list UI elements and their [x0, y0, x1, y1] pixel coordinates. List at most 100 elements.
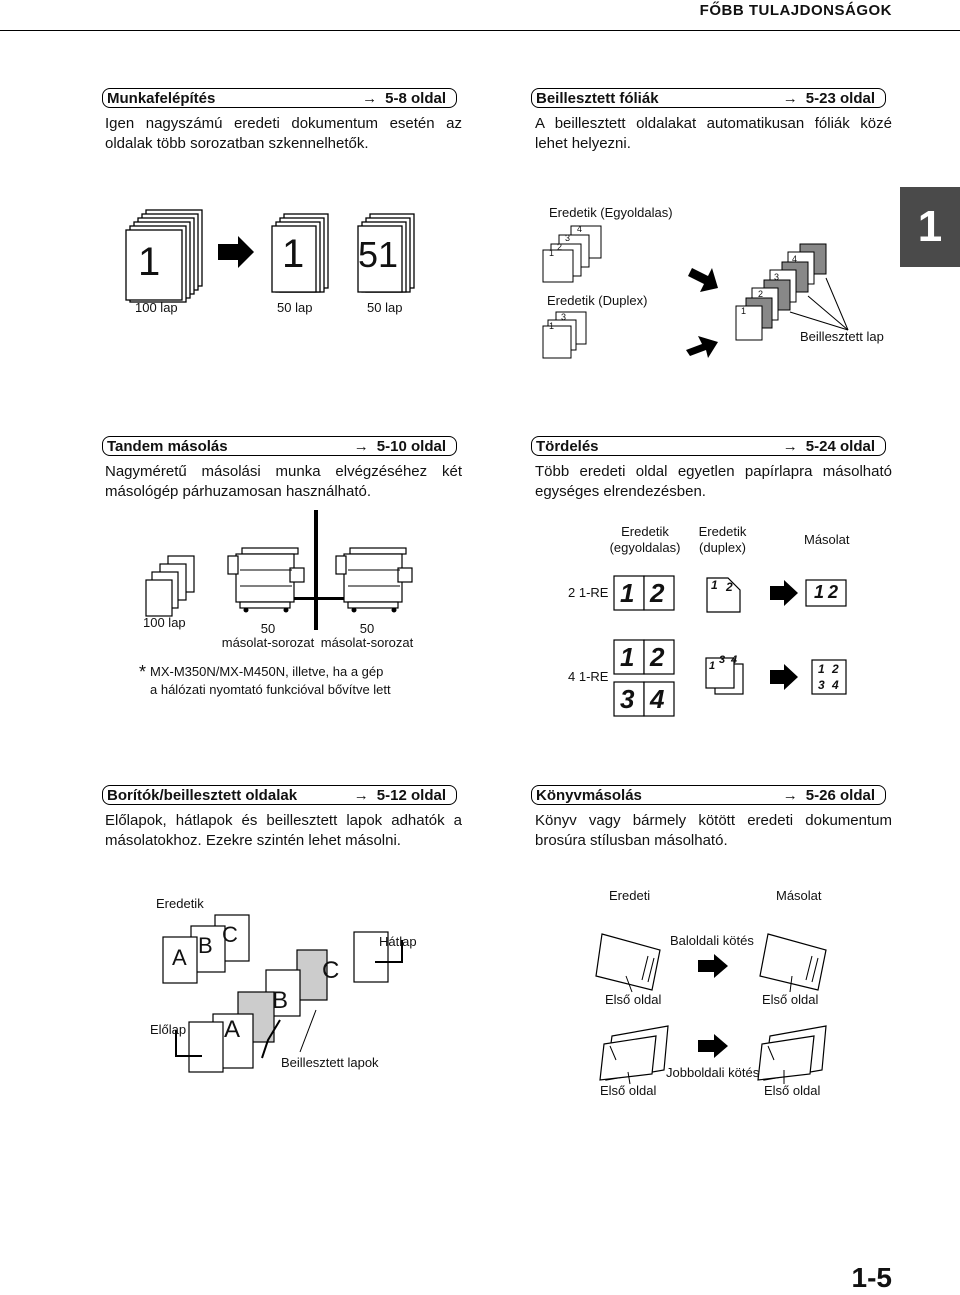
arrow-right-icon: → [782, 437, 798, 455]
label-right-binding: Jobboldali kötés [666, 1065, 760, 1080]
label-first-page: Első oldal [605, 992, 662, 1007]
page-digit: 3 [774, 272, 780, 282]
row-label-2in1: 2 1-RE [568, 585, 609, 600]
header-rule [0, 30, 960, 31]
page-digit: 4 [832, 678, 839, 692]
page-digit: 1 [741, 306, 747, 316]
arrow-right-icon: → [782, 786, 798, 804]
header-title: FŐBB TULAJDONSÁGOK [699, 2, 892, 19]
header-line: Eredetik [621, 524, 669, 539]
page-digit: 2 [650, 578, 665, 608]
page-digit: 1 [620, 642, 635, 672]
letter-a: A [172, 945, 187, 970]
footnote-line-2: a hálózati nyomtató funkcióval bővítve l… [150, 682, 391, 697]
col-header-copy: Másolat [804, 532, 850, 547]
label-originals-simplex: Eredetik (Egyoldalas) [549, 205, 673, 220]
section-title: Könyvmásolás [536, 786, 642, 804]
stack-number: 1 [138, 240, 161, 284]
section-body: A beillesztett oldalakat automatikusan f… [535, 115, 892, 152]
page-digit: 3 [561, 312, 567, 322]
section-ref[interactable]: →5-26 oldal [782, 786, 875, 804]
page-digit: 3 [719, 654, 726, 666]
section-header-tordeles: Tördelés →5-24 oldal [531, 436, 886, 456]
page-digit: 1 [620, 578, 635, 608]
letter-b: B [272, 987, 289, 1014]
page-digit: 2 [828, 582, 839, 602]
page-digit: 1 [549, 321, 555, 331]
section-title: Munkafelépítés [107, 89, 216, 107]
section-header-konyv: Könyvmásolás →5-26 oldal [531, 785, 886, 805]
count: 50 [359, 621, 375, 636]
header-line: Eredetik [698, 524, 747, 539]
section-ref[interactable]: →5-10 oldal [353, 437, 446, 455]
section-title: Tördelés [536, 437, 599, 455]
header-line: (duplex) [699, 540, 746, 555]
page-digit: 2 [758, 289, 764, 299]
label-left-binding: Baloldali kötés [670, 933, 754, 948]
page-number: 1-5 [851, 1262, 892, 1293]
col-header-duplex: Eredetik(duplex) [680, 524, 765, 556]
page-digit: 1 [711, 578, 718, 592]
count: 50 [260, 621, 276, 636]
col-header-simplex: Eredetik(egyoldalas) [590, 524, 700, 556]
section-title: Tandem másolás [107, 437, 228, 455]
page-digit: 3 [565, 233, 571, 243]
row-label-4in1: 4 1-RE [568, 669, 609, 684]
label-copy: Másolat [776, 888, 822, 903]
arrow-right-icon: → [362, 89, 378, 107]
section-ref[interactable]: →5-24 oldal [782, 437, 875, 455]
section-body: Igen nagyszámú eredeti dokumentum esetén… [105, 115, 462, 152]
page-digit: 4 [792, 254, 798, 264]
page-digit: 4 [577, 224, 583, 234]
label-inserted-sheet: Beillesztett lap [800, 329, 884, 344]
letter-c: C [222, 922, 238, 947]
unit: másolat-sorozat [320, 635, 414, 650]
page-digit: 2 [832, 662, 839, 676]
section-ref[interactable]: →5-23 oldal [782, 89, 875, 107]
section-body: Előlapok, hátlapok és beillesztett lapok… [105, 812, 462, 849]
label-first-page: Első oldal [764, 1083, 821, 1098]
stack-label: 100 lap [135, 300, 178, 315]
label-originals-duplex: Eredetik (Duplex) [547, 293, 648, 308]
page-digit: 2 [650, 642, 665, 672]
page-digit: 1 [549, 248, 555, 258]
section-ref[interactable]: →5-8 oldal [362, 89, 446, 107]
header-line: (egyoldalas) [609, 540, 681, 555]
letter-b: B [198, 933, 213, 958]
arrow-right-icon: → [353, 437, 369, 455]
section-ref[interactable]: →5-12 oldal [353, 786, 446, 804]
label-front-cover: Előlap [150, 1022, 187, 1037]
label-inserted-pages: Beillesztett lapok [281, 1055, 379, 1070]
label-originals: Eredetik [156, 896, 204, 911]
page-digit: 3 [620, 684, 635, 714]
label-back-cover: Hátlap [379, 934, 417, 949]
chapter-tab: 1 [900, 187, 960, 267]
stack-label: 50 lap [277, 300, 313, 315]
stack-number: 51 [358, 234, 399, 275]
section-title: Borítók/beillesztett oldalak [107, 786, 298, 804]
arrow-right-icon: → [353, 786, 369, 804]
section-title: Beillesztett fóliák [536, 89, 659, 107]
unit: másolat-sorozat [221, 635, 315, 650]
arrow-right-icon: → [782, 89, 798, 107]
page-digit: 4 [731, 654, 738, 666]
section-header-boritok: Borítók/beillesztett oldalak →5-12 oldal [102, 785, 457, 805]
label-original: Eredeti [609, 888, 651, 903]
section-body: Könyv vagy bármely kötött eredeti dokume… [535, 812, 892, 849]
section-body: Több eredeti oldal egyetlen papírlapra m… [535, 463, 892, 500]
letter-c: C [322, 957, 340, 984]
page-digit: 1 [814, 582, 825, 602]
label-first-page: Első oldal [762, 992, 819, 1007]
page-digit: 2 [557, 242, 563, 252]
page-digit: 4 [650, 684, 665, 714]
page-digit: 1 [818, 662, 825, 676]
section-body: Nagyméretű másolási munka elvégzéséhez k… [105, 463, 462, 500]
